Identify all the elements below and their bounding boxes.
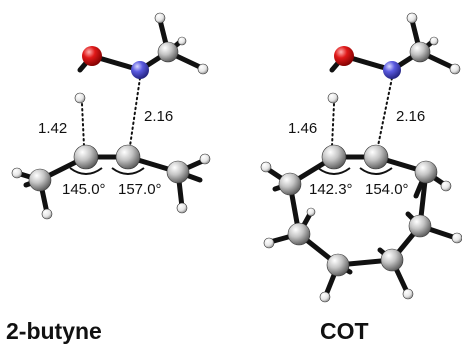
hydrogen-atom (176, 202, 188, 214)
distance-n-label: 2.16 (144, 108, 173, 125)
hydrogen-atom (449, 63, 461, 75)
hydrogen-atom (41, 208, 53, 220)
hydrogen-atom (263, 237, 275, 249)
carbon-atom (363, 144, 389, 170)
bonds-cot (263, 17, 459, 298)
carbon-atom (28, 168, 52, 192)
carbon-atom (73, 144, 99, 170)
nitrogen-atom (383, 61, 401, 79)
angle-arc-left-cot (317, 167, 351, 175)
angle-left-label: 145.0° (62, 181, 106, 198)
hydrogen-atom (440, 180, 452, 192)
carbon-atom (278, 172, 302, 196)
molecule-name-label: COT (320, 318, 369, 344)
hydrogen-atom (74, 92, 86, 104)
carbon-atom (408, 214, 432, 238)
angle-arc-right-cot (359, 167, 393, 175)
hbond-oh-2-butyne (81, 103, 85, 147)
angle-arc-right-2-butyne (111, 167, 145, 175)
angle-arc-left-2-butyne (69, 167, 103, 175)
carbon-atom (326, 253, 350, 277)
carbon-atom (287, 222, 311, 246)
hydrogen-atom (154, 12, 166, 24)
hydrogen-atom (177, 36, 187, 46)
hydrogen-atom (11, 167, 23, 179)
hbond-n-cot (377, 77, 393, 147)
molecule-name-label: 2-butyne (6, 318, 102, 344)
nitrogen-atom (131, 61, 149, 79)
angle-left-label: 142.3° (309, 181, 353, 198)
hydrogen-atom (327, 92, 339, 104)
carbon-atom (157, 41, 179, 63)
hydrogen-atom (406, 12, 418, 24)
hydrogen-atom (260, 161, 272, 173)
carbon-atom (115, 144, 141, 170)
panel-cot: 1.46 2.16 142.3° 154.0° COT (260, 12, 462, 344)
hydrogen-atom (199, 153, 211, 165)
carbon-atom (321, 144, 347, 170)
carbon-atom (166, 160, 190, 184)
carbon-atom (380, 248, 404, 272)
hydrogen-atom (451, 232, 462, 244)
hydrogen-atom (197, 63, 209, 75)
hydrogen-atom (319, 291, 331, 303)
distance-n-label: 2.16 (396, 108, 425, 125)
hydrogen-atom (306, 207, 316, 217)
hydrogen-atom (429, 36, 439, 46)
oxygen-atom (82, 46, 102, 66)
panel-2-butyne: 1.42 2.16 145.0° 157.0° 2-butyne (6, 12, 211, 344)
angle-right-label: 157.0° (118, 181, 162, 198)
distance-oh-label: 1.46 (288, 120, 317, 137)
carbon-atom (414, 160, 438, 184)
angle-right-label: 154.0° (365, 181, 409, 198)
hydrogen-atom (402, 288, 414, 300)
carbon-atom (409, 41, 431, 63)
hbond-oh-cot (331, 103, 335, 147)
hbond-n-2-butyne (129, 77, 141, 147)
oxygen-atom (334, 46, 354, 66)
distance-oh-label: 1.42 (38, 120, 67, 137)
